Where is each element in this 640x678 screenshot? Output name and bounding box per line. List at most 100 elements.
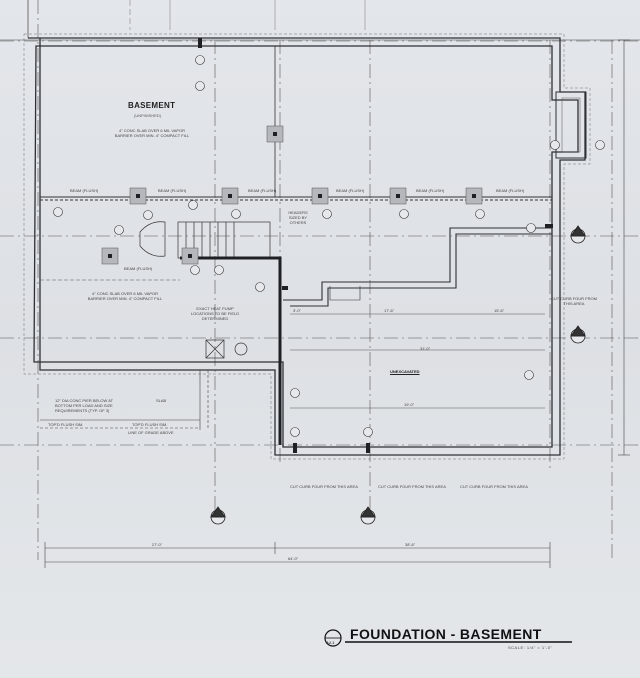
- grid-bubble: [475, 209, 485, 219]
- grid-bubble: [188, 200, 198, 210]
- mech-unit: [205, 339, 225, 359]
- drawing-scale: SCALE: 1/4" = 1'-0": [508, 645, 553, 650]
- flush-note: TOP'D FLUSH SIM.: [132, 422, 168, 427]
- grid-bubble: [53, 207, 63, 217]
- cut-curb-note: CUT CURB FOUR FROM THIS AREA: [290, 484, 358, 489]
- post: [282, 286, 288, 290]
- footing-outer: [23, 33, 591, 460]
- grid-bubble: [595, 140, 605, 150]
- slab-note-left: 4" CONC SLAB OVER 6 MIL VAPOR BARRIER OV…: [87, 291, 163, 301]
- dimension: 19'-0": [404, 402, 415, 407]
- title-symbol: [324, 629, 572, 647]
- cut-curb-note: CUT CURB FOUR FROM THIS AREA: [460, 484, 528, 489]
- post: [293, 443, 297, 453]
- beam-label: BEAM (FLUSH): [70, 188, 99, 193]
- section-marker: [360, 506, 376, 525]
- pier-pads: [101, 125, 483, 265]
- grid-bubble: [399, 209, 409, 219]
- beam-label: BEAM (FLUSH): [124, 266, 153, 271]
- grid-bubble: [524, 370, 534, 380]
- sheet-ref: A2.1: [326, 640, 335, 645]
- porch-slab: [40, 370, 209, 430]
- grid-bubble: [550, 140, 560, 150]
- header-note: HEADERS SIZED BY OTHERS: [288, 210, 308, 225]
- grid-bubble: [143, 210, 153, 220]
- grid-bubble: [114, 225, 124, 235]
- grid-bubble: [290, 427, 300, 437]
- grid-bubble: [214, 265, 224, 275]
- heat-pump-note: EXACT HEAT PUMP LOCATIONS TO BE FIELD DE…: [190, 306, 240, 321]
- dimension: 15'-6": [494, 308, 505, 313]
- section-marker: [570, 325, 586, 344]
- footing-outline: [23, 33, 591, 460]
- dimension: 17'-6": [384, 308, 395, 313]
- window-well-inner: [561, 97, 581, 153]
- slab-ref: SLAB: [156, 398, 167, 403]
- dimension: 3'-0": [293, 308, 301, 313]
- step-outline-b: [290, 233, 552, 307]
- flush-note: TOP'D FLUSH SIM.: [48, 422, 84, 427]
- grid-bubble: [195, 55, 205, 65]
- step-outline-a: [283, 227, 552, 301]
- dimension-strings: [44, 39, 630, 568]
- section-markers: [210, 225, 586, 525]
- grid-bubble: [255, 282, 265, 292]
- mech-round: [234, 342, 248, 356]
- cut-curb-note: CUT CURB FOUR FROM THIS AREA: [378, 484, 446, 489]
- post: [366, 443, 370, 453]
- post: [396, 194, 400, 198]
- slab-note: 4" CONC SLAB OVER 6 MIL VAPOR BARRIER OV…: [114, 128, 190, 138]
- dimension: 27'-0": [152, 542, 163, 547]
- mechanical-units: [205, 339, 248, 359]
- stairs: [139, 221, 271, 259]
- pier-note: 12" DIA CONC PIER BELOW AT BOTTOM PER LO…: [55, 398, 113, 413]
- grid-bubble: [322, 209, 332, 219]
- section-marker: [570, 225, 586, 244]
- post: [108, 254, 112, 258]
- post: [198, 38, 202, 48]
- post: [228, 194, 232, 198]
- beam-label: BEAM (FLUSH): [496, 188, 525, 193]
- post-markers: [108, 38, 553, 453]
- step-notch: [329, 286, 361, 301]
- post: [472, 194, 476, 198]
- stair-wall-path: [180, 256, 282, 445]
- cut-curb-note: CUT CURB FOUR FROM THIS AREA: [551, 296, 597, 306]
- dimension: 38'-6": [405, 542, 416, 547]
- grid-bubble: [526, 223, 536, 233]
- unexcavated-boundary: [283, 227, 552, 307]
- foundation-wall-inner: [33, 45, 579, 448]
- dimension: 31'-0": [420, 346, 431, 351]
- beam-label: BEAM (FLUSH): [336, 188, 365, 193]
- dimension: 64'-0": [288, 556, 299, 561]
- foundation-wall: [28, 37, 586, 456]
- line-of-grade: LINE OF GRADE ABOVE: [128, 430, 174, 435]
- grid-bubbles: [53, 55, 605, 437]
- post: [136, 194, 140, 198]
- grid-lines: [0, 0, 640, 560]
- post: [318, 194, 322, 198]
- grid-bubble: [290, 388, 300, 398]
- room-label-basement: BASEMENT: [128, 101, 176, 110]
- beam-label: BEAM (FLUSH): [416, 188, 445, 193]
- beam-label: BEAM (FLUSH): [248, 188, 277, 193]
- window-well: [555, 91, 587, 159]
- drawing-title: FOUNDATION - BASEMENT: [350, 626, 542, 642]
- mech-x: [205, 339, 225, 359]
- stair-wall: [180, 256, 282, 445]
- stair-door-swing: [139, 221, 166, 257]
- room-sublabel: (UNFINISHED): [134, 113, 162, 118]
- grid-bubble: [195, 81, 205, 91]
- grid-bubble: [363, 427, 373, 437]
- grid-bubble: [190, 265, 200, 275]
- unexcavated-label: UNEXCAVATED: [390, 369, 420, 374]
- beam-label: BEAM (FLUSH): [158, 188, 187, 193]
- foundation-wall-outer: [28, 37, 586, 456]
- post: [273, 132, 277, 136]
- post: [545, 224, 553, 228]
- section-marker: [210, 506, 226, 525]
- grid-bubble: [231, 209, 241, 219]
- post: [188, 254, 192, 258]
